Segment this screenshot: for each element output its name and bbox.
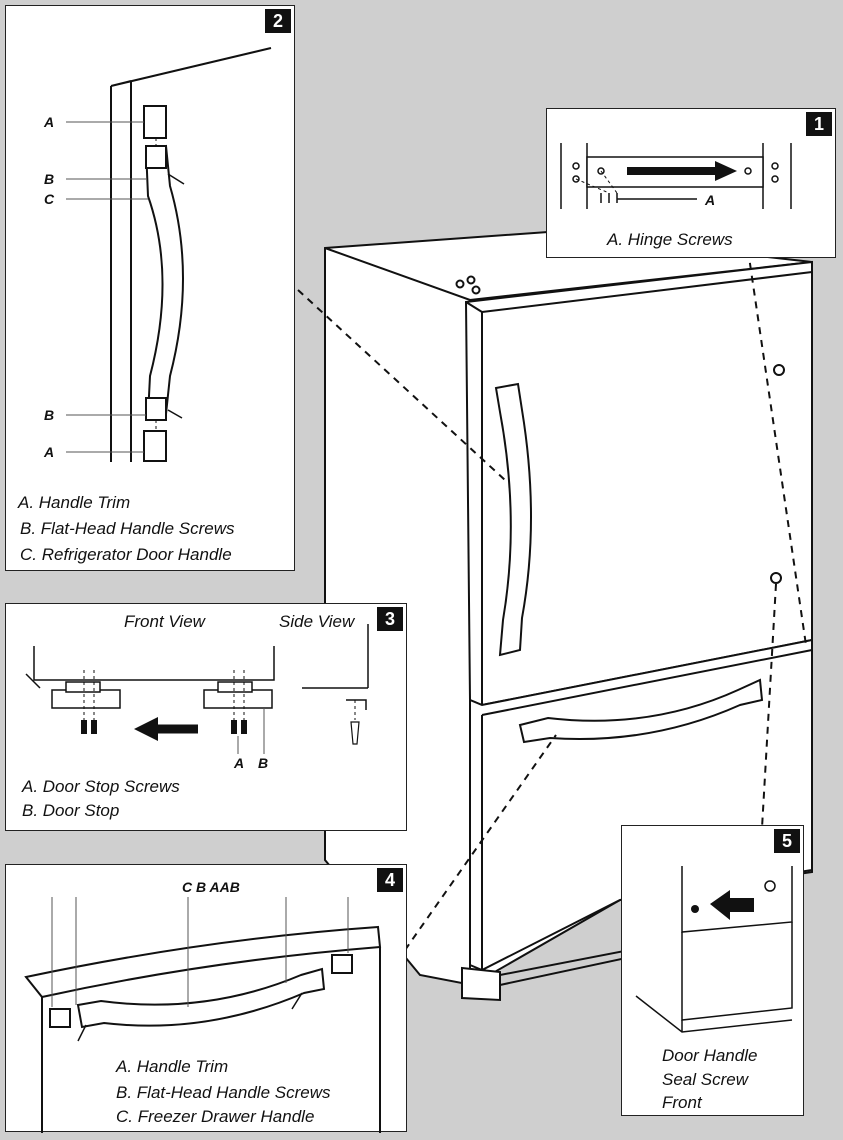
callout-a: A	[234, 755, 245, 771]
panel-seal-screw: 5 Door Handle Seal Screw Front	[621, 825, 804, 1116]
seal-screw-drawing	[635, 866, 793, 1033]
legend-handle-trim: A. Handle Trim	[116, 1057, 229, 1076]
panel-hinge-screws: 1 A A. Hinge Screws	[546, 108, 836, 258]
refrigerator-door-handle	[494, 382, 532, 657]
callout-a: A	[705, 192, 716, 208]
caption-seal-screw: Seal Screw	[662, 1070, 748, 1089]
handle-shape	[144, 144, 184, 418]
hinge-drawing	[560, 143, 792, 209]
callout-a-top: A	[44, 114, 55, 130]
refrigerator-handle-drawing	[66, 47, 272, 462]
panel-number-3: 3	[377, 607, 403, 631]
callout-a-bottom: A	[44, 444, 55, 460]
legend-refrigerator-door-handle: C. Refrigerator Door Handle	[20, 545, 232, 564]
panel-freezer-handle: 4 C B AAB A. Handle Trim B. Flat-Head Ha…	[5, 864, 407, 1133]
freezer-drawer-handle	[518, 678, 764, 744]
panel-door-stop: 3 Front View Side View A B A. Door Stop …	[5, 603, 407, 831]
drawer-handle-shape	[76, 967, 326, 1029]
panel-number-1: 1	[806, 112, 832, 136]
panel-number-5: 5	[774, 829, 800, 853]
callout-b-bottom: B	[44, 407, 55, 423]
side-view-label: Side View	[279, 612, 355, 631]
panel-number-4: 4	[377, 868, 403, 892]
legend-hinge-screws: A. Hinge Screws	[607, 230, 733, 249]
front-view-label: Front View	[124, 612, 205, 631]
legend-door-stop: B. Door Stop	[22, 801, 120, 820]
callout-b-top: B	[44, 171, 55, 187]
callout-c: C	[44, 191, 55, 207]
door-stop-drawing	[25, 624, 369, 754]
legend-flat-head-screws: B. Flat-Head Handle Screws	[116, 1083, 331, 1102]
panel-refrigerator-handle: 2 A B C B A A. Handle Trim B. Flat-Head …	[5, 5, 295, 571]
legend-door-stop-screws: A. Door Stop Screws	[22, 777, 180, 796]
freezer-handle-drawing	[24, 897, 382, 1133]
seal-arrow	[710, 890, 754, 920]
caption-door-handle: Door Handle	[662, 1046, 758, 1065]
panel-number-2: 2	[265, 9, 291, 33]
caption-front: Front	[662, 1093, 702, 1112]
legend-freezer-drawer-handle: C. Freezer Drawer Handle	[116, 1107, 315, 1126]
legend-flat-head-screws: B. Flat-Head Handle Screws	[20, 519, 235, 538]
callout-b: B	[258, 755, 269, 771]
callout-letters: C B AAB	[182, 879, 240, 895]
legend-handle-trim: A. Handle Trim	[18, 493, 131, 512]
